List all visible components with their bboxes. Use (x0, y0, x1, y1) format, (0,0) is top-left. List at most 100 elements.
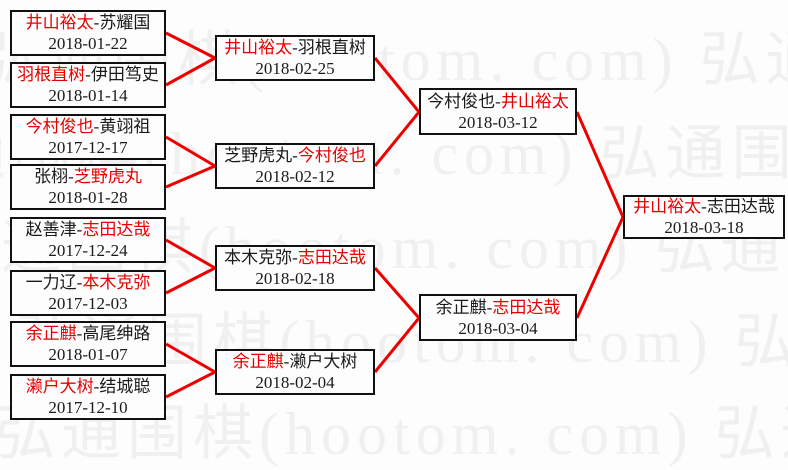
bracket-connector (373, 267, 421, 319)
match-players: 濑户大树-结城聪 (26, 376, 151, 397)
player2-name: 志田达哉 (706, 197, 775, 216)
player1-name: 赵善津 (25, 220, 77, 239)
match-date: 2018-02-25 (255, 59, 335, 78)
player2-name: 羽根直树 (297, 38, 366, 57)
match-players: 本木克弥-志田达哉 (224, 247, 366, 268)
match-box-r1-3: 今村俊也-黄翊祖 2017-12-17 (10, 114, 166, 160)
match-players: 余正麒-高尾绅路 (26, 323, 151, 344)
player1-name: 本木克弥 (224, 248, 293, 267)
player2-name: 芝野虎丸 (73, 167, 142, 186)
match-players: 一力辽-本木克弥 (26, 272, 151, 293)
bracket-connector (165, 238, 216, 270)
match-players: 芝野虎丸-今村俊也 (224, 145, 366, 166)
vs-dash: - (93, 13, 100, 32)
bracket-connector (165, 266, 216, 295)
match-players: 井山裕太-羽根直树 (224, 37, 366, 58)
match-date: 2018-01-07 (48, 345, 128, 364)
match-box-r1-7: 余正麒-高尾绅路 2018-01-07 (10, 321, 166, 367)
match-box-sf-2: 余正麒-志田达哉 2018-03-04 (419, 294, 577, 341)
player1-name: 余正麒 (232, 352, 284, 371)
bracket-connector (165, 135, 216, 168)
match-box-qf-2: 芝野虎丸-今村俊也 2018-02-12 (215, 143, 375, 189)
bracket-connector (373, 317, 421, 373)
vs-dash: - (283, 352, 290, 371)
match-players: 羽根直树-伊田笃史 (17, 64, 159, 85)
match-box-qf-4: 余正麒-濑户大树 2018-02-04 (215, 349, 375, 395)
bracket-connector (575, 216, 625, 319)
match-date: 2018-01-14 (48, 86, 128, 105)
match-box-r1-5: 赵善津-志田达哉 2017-12-24 (10, 217, 166, 263)
match-date: 2018-03-04 (458, 318, 538, 338)
match-box-r1-6: 一力辽-本木克弥 2017-12-03 (10, 270, 166, 316)
match-players: 赵善津-志田达哉 (26, 219, 151, 240)
player2-name: 苏耀国 (99, 13, 151, 32)
player1-name: 余正麒 (25, 324, 77, 343)
vs-dash: - (93, 377, 100, 396)
match-box-r1-4: 张栩-芝野虎丸 2018-01-28 (10, 164, 166, 210)
tournament-bracket-page: { "ui": { "separator": "-" }, "colors": … (0, 10, 788, 467)
bracket-connector (373, 57, 421, 113)
match-date: 2018-01-22 (48, 34, 128, 53)
bracket-connector (575, 111, 625, 218)
player2-name: 井山裕太 (500, 91, 569, 111)
player1-name: 一力辽 (25, 273, 77, 292)
player2-name: 志田达哉 (492, 297, 561, 317)
bracket-connector (165, 164, 216, 189)
match-players: 今村俊也-井山裕太 (427, 91, 569, 112)
vs-dash: - (76, 324, 83, 343)
player2-name: 本木克弥 (82, 273, 151, 292)
match-players: 今村俊也-黄翊祖 (26, 116, 151, 137)
match-box-qf-1: 井山裕太-羽根直树 2018-02-25 (215, 35, 375, 81)
match-box-r1-1: 井山裕太-苏耀国 2018-01-22 (10, 10, 166, 56)
match-date: 2017-12-10 (48, 398, 128, 417)
player1-name: 井山裕太 (224, 38, 293, 57)
match-date: 2017-12-17 (48, 138, 128, 157)
match-box-final: 井山裕太-志田达哉 2018-03-18 (623, 195, 785, 239)
vs-dash: - (76, 273, 83, 292)
player1-name: 井山裕太 (633, 197, 702, 216)
match-date: 2017-12-03 (48, 294, 128, 313)
player1-name: 芝野虎丸 (224, 146, 293, 165)
vs-dash: - (292, 248, 298, 267)
match-date: 2018-02-18 (255, 269, 335, 288)
player2-name: 黄翊祖 (99, 117, 151, 136)
match-players: 井山裕太-苏耀国 (26, 12, 151, 33)
vs-dash: - (701, 197, 707, 216)
player2-name: 志田达哉 (297, 248, 366, 267)
match-players: 张栩-芝野虎丸 (34, 166, 142, 187)
match-date: 2018-02-04 (255, 373, 335, 392)
match-box-sf-1: 今村俊也-井山裕太 2018-03-12 (419, 88, 577, 135)
match-players: 余正麒-志田达哉 (436, 297, 561, 318)
connector-lines (165, 31, 625, 399)
match-date: 2018-03-18 (664, 218, 744, 237)
match-players: 余正麒-濑户大树 (233, 351, 358, 372)
bracket-connector (165, 56, 216, 87)
match-date: 2018-01-28 (48, 188, 128, 207)
vs-dash: - (85, 65, 91, 84)
vs-dash: - (93, 117, 100, 136)
player2-name: 伊田笃史 (90, 65, 159, 84)
match-players: 井山裕太-志田达哉 (633, 196, 775, 217)
player2-name: 今村俊也 (297, 146, 366, 165)
player2-name: 濑户大树 (289, 352, 358, 371)
vs-dash: - (486, 297, 493, 317)
match-date: 2017-12-24 (48, 241, 128, 260)
match-box-qf-3: 本木克弥-志田达哉 2018-02-18 (215, 245, 375, 291)
bracket-connector (373, 111, 421, 167)
match-box-r1-2: 羽根直树-伊田笃史 2018-01-14 (10, 62, 166, 108)
match-date: 2018-03-12 (458, 112, 538, 132)
match-date: 2018-02-12 (255, 167, 335, 186)
player1-name: 张栩 (34, 167, 69, 186)
bracket-connector (165, 342, 216, 374)
player1-name: 今村俊也 (25, 117, 94, 136)
bracket-connector (165, 370, 216, 399)
player2-name: 高尾绅路 (82, 324, 151, 343)
player1-name: 濑户大树 (25, 377, 94, 396)
vs-dash: - (76, 220, 83, 239)
player1-name: 今村俊也 (427, 91, 496, 111)
vs-dash: - (292, 38, 298, 57)
match-box-r1-8: 濑户大树-结城聪 2017-12-10 (10, 374, 166, 420)
player1-name: 井山裕太 (25, 13, 94, 32)
player1-name: 余正麒 (435, 297, 487, 317)
vs-dash: - (495, 91, 501, 111)
